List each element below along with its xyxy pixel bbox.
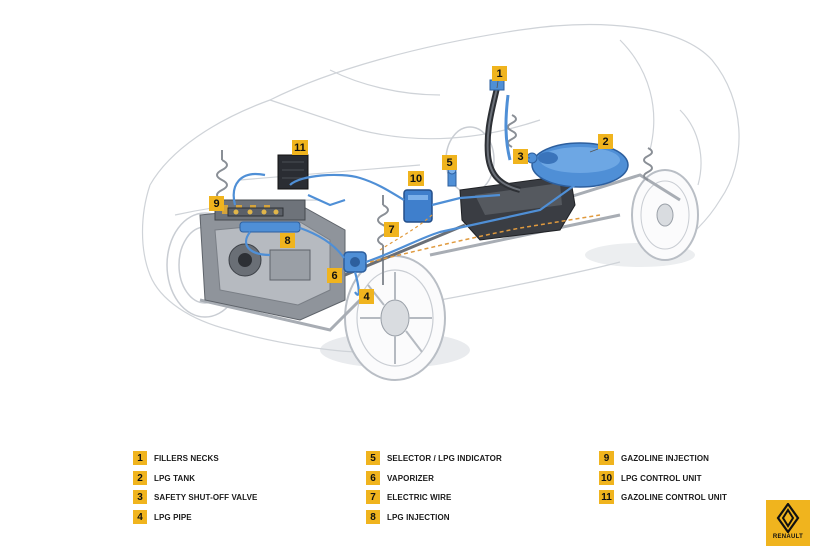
legend-label: SAFETY SHUT-OFF VALVE (154, 492, 258, 502)
legend-label: ELECTRIC WIRE (387, 492, 452, 502)
legend-label: FILLERS NECKS (154, 453, 219, 463)
legend-label: GAZOLINE INJECTION (621, 453, 710, 463)
car-cutaway-diagram (141, 24, 740, 381)
legend-item: 7 ELECTRIC WIRE (366, 490, 451, 504)
legend-item: 1 FILLERS NECKS (133, 451, 219, 465)
legend-label: LPG PIPE (154, 512, 192, 522)
legend-number: 10 (599, 471, 614, 485)
callout-6: 6 (327, 268, 342, 283)
legend-number: 9 (599, 451, 614, 465)
legend-number: 8 (366, 510, 380, 524)
engine-block (199, 199, 346, 321)
legend-item: 10 LPG CONTROL UNIT (599, 471, 702, 485)
legend-number: 11 (599, 490, 614, 504)
legend-number: 4 (133, 510, 147, 524)
legend-number: 2 (133, 471, 147, 485)
callout-9: 9 (209, 196, 224, 211)
legend-number: 5 (366, 451, 380, 465)
legend-item: 6 VAPORIZER (366, 471, 434, 485)
front-suspension-right (377, 195, 389, 285)
logo-text: RENAULT (772, 534, 804, 540)
legend-number: 6 (366, 471, 380, 485)
legend-label: LPG TANK (154, 473, 196, 483)
callout-8: 8 (280, 233, 295, 248)
rear-suspension (507, 114, 653, 181)
legend-item: 8 LPG INJECTION (366, 510, 450, 524)
callout-3: 3 (513, 149, 528, 164)
legend-label: VAPORIZER (387, 473, 434, 483)
legend-item: 4 LPG PIPE (133, 510, 192, 524)
filler-neck (484, 79, 521, 193)
lpg-injection-rail (239, 221, 301, 233)
legend-label: LPG INJECTION (387, 512, 450, 522)
front-suspension-left (216, 150, 228, 201)
legend-label: SELECTOR / LPG INDICATOR (387, 453, 502, 463)
vaporizer (343, 251, 367, 273)
legend-item: 2 LPG TANK (133, 471, 195, 485)
callout-11: 11 (292, 140, 308, 155)
rear-right-wheel (631, 169, 699, 261)
callout-7: 7 (384, 222, 399, 237)
legend-item: 3 SAFETY SHUT-OFF VALVE (133, 490, 257, 504)
renault-logo: RENAULT (766, 500, 810, 546)
legend-item: 11 GAZOLINE CONTROL UNIT (599, 490, 727, 504)
gazoline-injection-rail (227, 207, 284, 217)
legend-item: 9 GAZOLINE INJECTION (599, 451, 709, 465)
callout-10: 10 (408, 171, 424, 186)
callout-4: 4 (359, 289, 374, 304)
callout-5: 5 (442, 155, 457, 170)
legend-item: 5 SELECTOR / LPG INDICATOR (366, 451, 502, 465)
legend-number: 1 (133, 451, 147, 465)
legend-number: 3 (133, 490, 147, 504)
legend-number: 7 (366, 490, 380, 504)
callout-2: 2 (598, 134, 613, 149)
lpg-control-unit (403, 189, 433, 223)
renault-diamond-icon (776, 503, 800, 533)
lpg-tank (531, 142, 629, 188)
lpg-pipe (232, 172, 576, 296)
legend-label: LPG CONTROL UNIT (621, 473, 702, 483)
front-right-wheel (344, 255, 446, 381)
callout-1: 1 (492, 66, 507, 81)
legend-label: GAZOLINE CONTROL UNIT (621, 492, 727, 502)
